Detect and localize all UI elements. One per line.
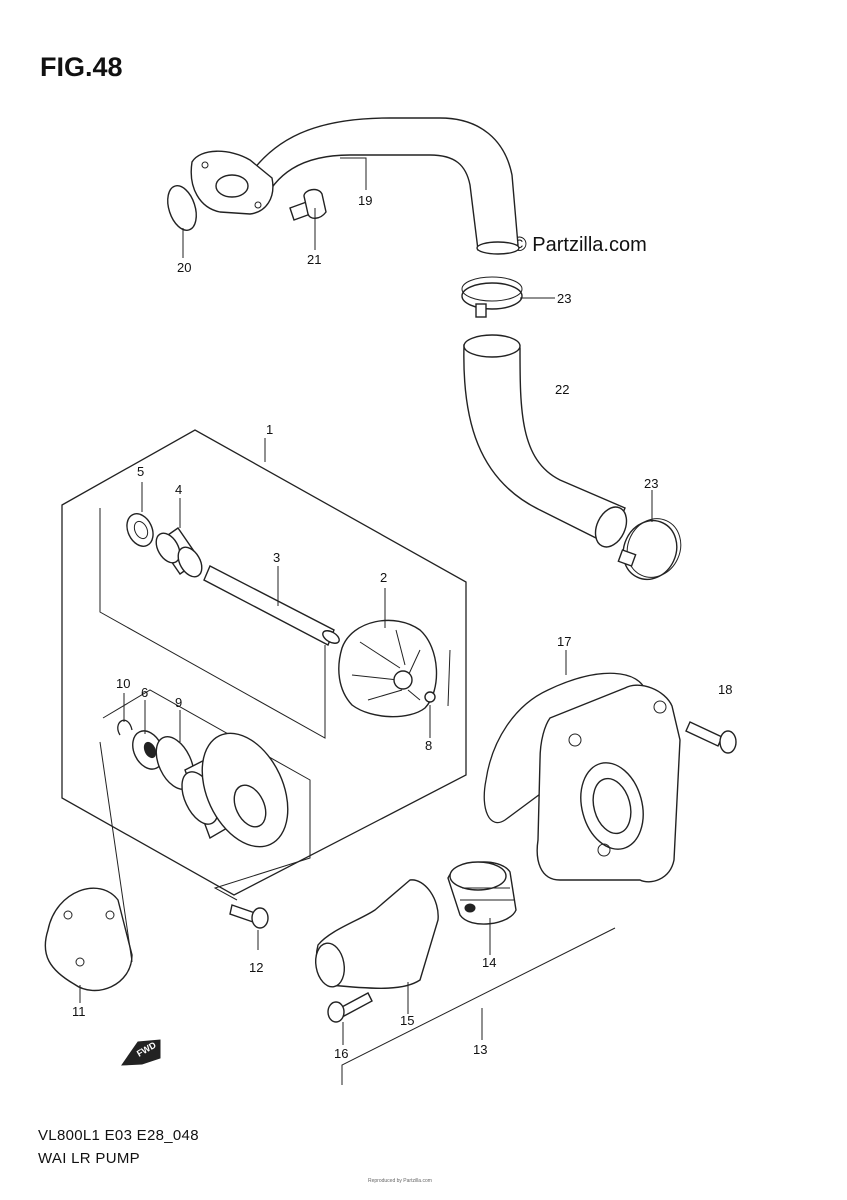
diagram-caption: WAI LR PUMP: [38, 1150, 140, 1167]
circlip-10: [117, 719, 133, 736]
callout-2: 2: [380, 570, 387, 585]
callout-1: 1: [266, 422, 273, 437]
fwd-arrow-icon: FWD: [121, 1039, 161, 1066]
callout-11: 11: [72, 1004, 86, 1019]
mechanical-seal-4: [155, 527, 203, 578]
hose-clamp-23-upper: [461, 276, 523, 318]
watermark: © Partzilla.com: [512, 234, 647, 256]
callout-19: 19: [358, 193, 372, 208]
oil-seal-5: [126, 513, 154, 547]
callout-10: 10: [116, 676, 130, 691]
water-hose-22: [463, 334, 628, 548]
assembly-box-1: [61, 429, 467, 901]
bracket-13: [341, 927, 616, 1085]
hose-clamp-23-lower: [617, 518, 682, 581]
o-ring-20: [167, 185, 197, 231]
pump-body: [181, 732, 289, 848]
bolt-18: [685, 721, 737, 754]
callout-6: 6: [141, 685, 148, 700]
callout-18: 18: [718, 682, 732, 697]
callout-5: 5: [137, 464, 144, 479]
callout-9: 9: [175, 695, 182, 710]
callout-8: 8: [425, 738, 432, 753]
bolt-21: [289, 188, 327, 221]
bolt-12: [229, 904, 269, 929]
thermostat-cover-15: [314, 879, 439, 989]
callout-13: 13: [473, 1042, 487, 1057]
callout-4: 4: [175, 482, 182, 497]
callout-16: 16: [334, 1046, 348, 1061]
bolt-16: [327, 992, 373, 1023]
water-pipe-19: [190, 117, 520, 255]
callout-23-lower: 23: [644, 476, 658, 491]
leader-lines: [79, 157, 653, 1045]
diagram-code: VL800L1 E03 E28_048: [38, 1127, 199, 1144]
washer-8: [424, 691, 436, 703]
pin-7: [447, 649, 451, 707]
callout-21: 21: [307, 252, 321, 267]
callout-14: 14: [482, 955, 496, 970]
callout-12: 12: [249, 960, 263, 975]
callout-23-upper: 23: [557, 291, 571, 306]
pump-shaft-3: [203, 565, 340, 646]
callout-20: 20: [177, 260, 191, 275]
figure-title: FIG.48: [40, 52, 123, 82]
callout-15: 15: [400, 1013, 414, 1028]
callout-17: 17: [557, 634, 571, 649]
gasket-11: [44, 741, 133, 992]
thermostat-14: [447, 861, 517, 925]
callout-3: 3: [273, 550, 280, 565]
gasket-17: [483, 672, 647, 824]
impeller-2: [338, 619, 438, 718]
callout-22: 22: [555, 382, 569, 397]
pump-cover: [536, 684, 681, 883]
fine-print: Reproduced by Partzilla.com: [368, 1178, 432, 1184]
